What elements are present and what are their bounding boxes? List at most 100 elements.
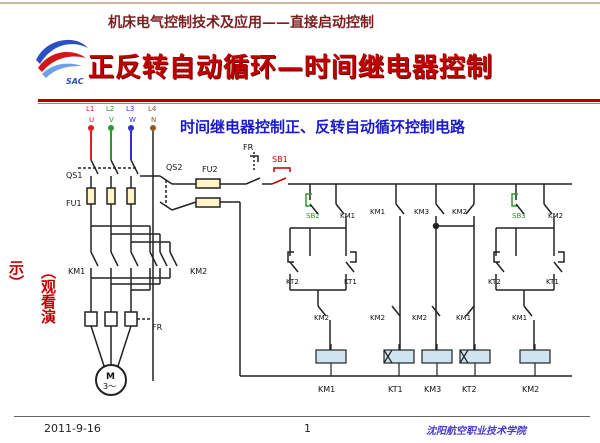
km3-top-blade xyxy=(435,203,445,215)
coil-kt2-x2 xyxy=(459,349,469,364)
kt1-left-blade xyxy=(345,261,355,273)
motor xyxy=(95,364,127,396)
logo-text: SAC xyxy=(66,77,84,86)
qs2-label: QS2 xyxy=(166,163,182,172)
logo-swoosh-light xyxy=(42,63,82,78)
kt1-contact-right-hook xyxy=(558,251,565,263)
sb3-button xyxy=(511,193,518,207)
kt2-contact-left-hook xyxy=(287,251,294,263)
phase-u-label: U xyxy=(89,116,94,124)
sac-logo: SAC xyxy=(36,39,88,86)
terminal-n xyxy=(150,125,156,131)
fu1-fuse-3 xyxy=(126,187,136,205)
km2-interlock-3-blade xyxy=(431,305,441,317)
course-title: 机床电气控制技术及应用——直接启动控制 xyxy=(108,15,374,31)
phase3-motor xyxy=(117,325,132,367)
contact-kt2-right: KT2 xyxy=(488,278,501,286)
contact-km2-interlock-2: KM2 xyxy=(370,314,385,322)
phase-l2-label: L2 xyxy=(106,105,114,113)
terminal-u xyxy=(88,125,94,131)
observe-note-line1: （观看演 xyxy=(39,264,57,325)
sb3-blade xyxy=(515,203,525,215)
kt2-contact-right-hook xyxy=(493,251,500,263)
fr-contact-label: FR xyxy=(243,143,254,152)
phase-l3-label: L3 xyxy=(126,105,134,113)
contact-kt1-left: KT1 xyxy=(344,278,357,286)
control-supply: QS2 FU2 FR SB1 xyxy=(140,143,572,377)
page-number: 1 xyxy=(304,422,311,435)
fr-heater-3 xyxy=(124,311,138,327)
qs1-label: QS1 xyxy=(66,171,82,180)
km2-interlock-1-blade xyxy=(317,305,327,317)
terminal-v xyxy=(108,125,114,131)
contact-km1-interlock-1: KM1 xyxy=(456,314,471,322)
fr-heater-2 xyxy=(104,311,118,327)
fu1-fuse-2 xyxy=(106,187,116,205)
kt1-contact-left-hook xyxy=(350,251,357,263)
coil-label-kt1: KT1 xyxy=(388,385,403,394)
fu1-label: FU1 xyxy=(66,199,82,208)
coil-label-km1: KM1 xyxy=(318,385,335,394)
km2-contact-2 xyxy=(159,251,168,267)
title-underline-gray xyxy=(38,103,600,104)
qs1-blade-2 xyxy=(110,159,119,175)
km1-contact-2 xyxy=(110,251,119,267)
km2-contact-3 xyxy=(169,251,178,267)
phase-l1-label: L1 xyxy=(86,105,94,113)
fu1-fuse-1 xyxy=(86,187,96,205)
observe-note-line2: 示） xyxy=(7,260,25,290)
school-name: 沈阳航空职业技术学院 xyxy=(426,426,526,437)
qs1-blade-1 xyxy=(90,159,99,175)
contact-km2-top: KM2 xyxy=(452,208,467,216)
km1-contact-1 xyxy=(90,251,99,267)
km2-seal-blade xyxy=(543,203,553,215)
fu2-label: FU2 xyxy=(202,165,218,174)
contact-km2-seal: KM2 xyxy=(548,212,563,220)
motor-label: M xyxy=(106,372,115,382)
fr-heater-1 xyxy=(84,311,98,327)
contact-km1-seal: KM1 xyxy=(340,212,355,220)
sb2-button xyxy=(305,193,312,207)
fu2-fuse-2 xyxy=(195,197,221,208)
phase-terminals: L1 U L2 V L3 W L4 N xyxy=(86,105,157,381)
contact-kt2-left: KT2 xyxy=(286,278,299,286)
coil-km1 xyxy=(315,349,347,364)
km2-interlock-2-blade xyxy=(391,305,401,317)
phase-v-label: V xyxy=(109,116,114,124)
motor-phase-label: 3～ xyxy=(103,382,116,391)
qs1-blade-3 xyxy=(130,159,139,175)
slide-title: 正反转自动循环—时间继电器控制 xyxy=(88,53,494,83)
contact-km2-interlock-1: KM2 xyxy=(314,314,329,322)
coil-label-km2: KM2 xyxy=(522,385,539,394)
coil-label-kt2: KT2 xyxy=(462,385,477,394)
contact-km3-top: KM3 xyxy=(414,208,429,216)
contact-km2-interlock-3: KM2 xyxy=(412,314,427,322)
phase-n-label: N xyxy=(151,116,156,124)
coil-km2 xyxy=(519,349,551,364)
footer-rule xyxy=(14,416,590,417)
sb1-button xyxy=(273,167,291,172)
control-branches: SB2 KM1 KM1 KM3 KM2 SB3 xyxy=(286,184,565,350)
observe-note: （观看演 示） xyxy=(7,260,57,325)
sb1-label: SB1 xyxy=(272,155,288,164)
phase-l4-label: L4 xyxy=(148,105,157,113)
logo-swoosh-red xyxy=(38,52,86,72)
contact-km1-interlock-2: KM1 xyxy=(512,314,527,322)
km1-interlock-1-blade xyxy=(465,305,475,317)
km1-contact-3 xyxy=(130,251,139,267)
fu2-fuse-1 xyxy=(195,178,221,189)
sb2-blade xyxy=(309,203,319,215)
kt2-right-blade xyxy=(495,261,505,273)
terminal-w xyxy=(128,125,134,131)
phase1-motor xyxy=(90,325,105,367)
footer-date: 2011-9-16 xyxy=(44,422,101,435)
km1-top2-blade xyxy=(395,203,405,215)
logo-swoosh-blue xyxy=(36,39,88,64)
ctrl-bottom-line-a xyxy=(171,201,197,211)
sb1-blade xyxy=(271,177,287,185)
coil-kt1-x2 xyxy=(383,349,393,364)
coils: KM1 KT1 KM3 KT2 KM2 xyxy=(315,344,551,394)
top-decorative-rule xyxy=(0,2,600,4)
